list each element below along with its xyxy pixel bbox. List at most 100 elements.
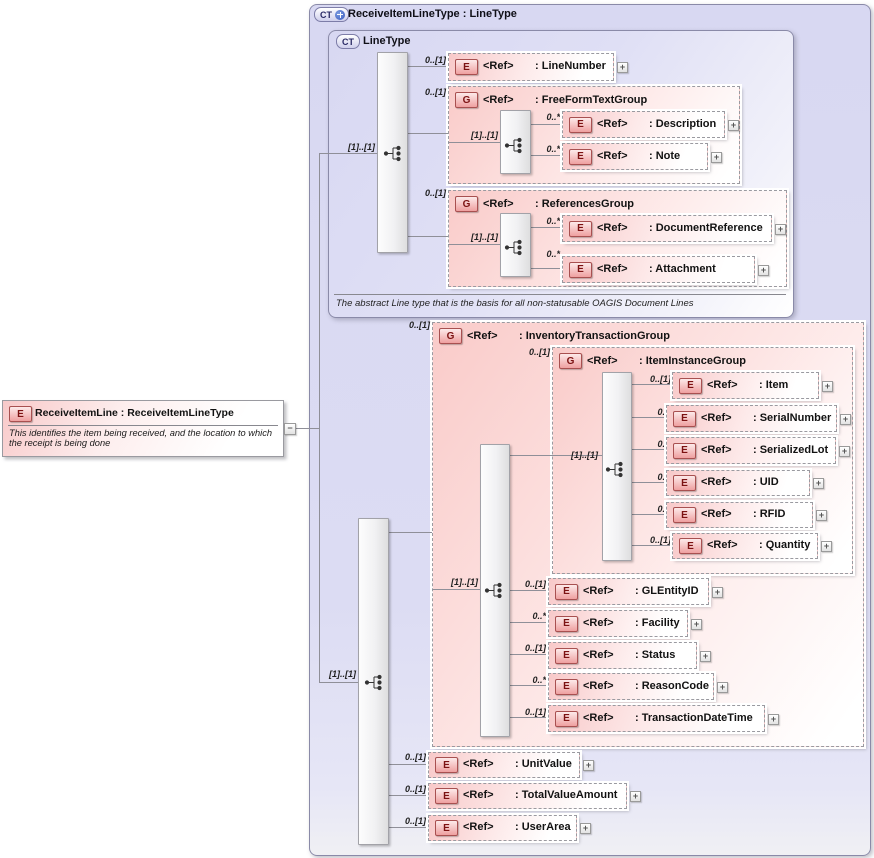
element-facility[interactable]: E <Ref> : Facility + xyxy=(548,610,702,637)
connector-line xyxy=(388,827,428,828)
connector-line xyxy=(530,155,562,156)
element-ref: <Ref> xyxy=(597,262,628,275)
sequence-bar xyxy=(602,372,632,561)
linetype-annotation: The abstract Line type that is the basis… xyxy=(336,298,694,309)
expand-button[interactable]: + xyxy=(711,151,722,163)
cardinality-label: 0..[1] xyxy=(524,579,546,589)
plus-icon xyxy=(335,9,345,20)
complextype-badge[interactable]: CT xyxy=(314,7,349,22)
connector-line xyxy=(509,685,548,686)
collapse-button[interactable]: − xyxy=(284,423,296,435)
connector-line xyxy=(631,417,666,418)
expand-button[interactable]: + xyxy=(583,760,594,771)
element-ref: <Ref> xyxy=(583,711,614,724)
element-ref: <Ref> xyxy=(701,411,732,424)
group-badge: G xyxy=(455,196,478,212)
element-name: : ReasonCode xyxy=(635,679,709,692)
connector-line xyxy=(509,590,548,591)
expand-button[interactable]: + xyxy=(617,62,628,73)
expand-button[interactable]: + xyxy=(821,541,832,552)
expand-button[interactable]: + xyxy=(728,119,739,131)
element-ref: <Ref> xyxy=(707,539,738,551)
element-rfid[interactable]: E <Ref> : RFID + xyxy=(666,502,827,528)
connector-rail xyxy=(319,153,320,682)
expand-button[interactable]: + xyxy=(813,478,824,489)
page-title: ReceiveItemLineType : LineType xyxy=(348,8,517,20)
expand-button[interactable]: + xyxy=(775,223,786,235)
group-ref: <Ref> xyxy=(483,198,514,210)
expand-button[interactable]: + xyxy=(717,681,728,693)
element-status[interactable]: E <Ref> : Status + xyxy=(548,642,711,669)
element-userarea[interactable]: E <Ref> : UserArea + xyxy=(428,815,591,841)
annotation-divider xyxy=(334,294,786,295)
expand-button[interactable]: + xyxy=(758,264,769,276)
group-badge: G xyxy=(455,92,478,108)
element-name: : DocumentReference xyxy=(649,221,763,234)
element-name: : Quantity xyxy=(759,539,811,551)
expand-button[interactable]: + xyxy=(839,445,850,457)
expand-button[interactable]: + xyxy=(816,510,827,521)
element-badge: E xyxy=(9,406,32,422)
connector-line xyxy=(530,268,562,269)
element-documentreference[interactable]: E <Ref> : DocumentReference + xyxy=(562,215,786,242)
cardinality-label: [1]..[1] xyxy=(451,577,478,587)
group-name: : FreeFormTextGroup xyxy=(535,94,648,106)
element-badge: E xyxy=(555,647,578,664)
group-header: G <Ref> : InventoryTransactionGroup xyxy=(433,323,863,347)
element-serialnumber[interactable]: E <Ref> : SerialNumber + xyxy=(666,405,851,432)
cardinality-label: 0..[1] xyxy=(408,320,430,330)
element-ref: <Ref> xyxy=(463,758,494,770)
element-unitvalue[interactable]: E <Ref> : UnitValue + xyxy=(428,752,594,778)
element-name: : RFID xyxy=(753,508,786,520)
expand-button[interactable]: + xyxy=(630,791,641,802)
element-ref: <Ref> xyxy=(463,789,494,801)
connector-line xyxy=(448,142,504,143)
cardinality-label: 0..[1] xyxy=(524,643,546,653)
element-transactiondatetime[interactable]: E <Ref> : TransactionDateTime + xyxy=(548,705,779,732)
element-name: : Attachment xyxy=(649,262,716,275)
element-ref: <Ref> xyxy=(701,443,732,456)
expand-button[interactable]: + xyxy=(712,586,723,598)
expand-button[interactable]: + xyxy=(580,823,591,834)
element-name: : Status xyxy=(635,648,676,661)
connector-line xyxy=(388,795,428,796)
expand-button[interactable]: + xyxy=(691,618,702,630)
cardinality-label: 0..* xyxy=(657,504,671,514)
connector-line xyxy=(388,764,428,765)
element-name: : GLEntityID xyxy=(635,584,699,597)
element-totalvalueamount[interactable]: E <Ref> : TotalValueAmount + xyxy=(428,783,641,809)
element-quantity[interactable]: E <Ref> : Quantity + xyxy=(672,533,832,559)
element-serializedlot[interactable]: E <Ref> : SerializedLot + xyxy=(666,437,850,464)
element-badge: E xyxy=(435,757,458,773)
element-reasoncode[interactable]: E <Ref> : ReasonCode + xyxy=(548,673,728,700)
element-name: : UserArea xyxy=(515,821,571,833)
element-description[interactable]: E <Ref> : Description + xyxy=(562,111,739,138)
cardinality-label: 0..* xyxy=(546,144,560,154)
basetype-badge[interactable]: CT xyxy=(336,34,360,49)
expand-button[interactable]: + xyxy=(700,650,711,662)
element-uid[interactable]: E <Ref> : UID + xyxy=(666,470,824,496)
sequence-icon xyxy=(504,239,522,256)
connector-line xyxy=(319,153,377,154)
expand-button[interactable]: + xyxy=(768,713,779,725)
expand-button[interactable]: + xyxy=(822,380,833,392)
cardinality-label: 0..* xyxy=(532,675,546,685)
element-name: : TransactionDateTime xyxy=(635,711,753,724)
group-ref: <Ref> xyxy=(587,355,618,367)
sequence-icon xyxy=(383,145,401,162)
element-glentityid[interactable]: E <Ref> : GLEntityID + xyxy=(548,578,723,605)
element-attachment[interactable]: E <Ref> : Attachment + xyxy=(562,256,769,283)
cardinality-label: 0..* xyxy=(546,216,560,226)
expand-button[interactable]: + xyxy=(840,413,851,425)
element-badge: E xyxy=(673,507,696,523)
element-ref: <Ref> xyxy=(597,149,628,162)
element-item[interactable]: E <Ref> : Item + xyxy=(672,372,833,399)
connector-line xyxy=(408,66,448,67)
element-badge: E xyxy=(673,442,696,459)
connector-line xyxy=(509,717,548,718)
group-header: G <Ref> : ItemInstanceGroup xyxy=(553,348,852,372)
element-linenumber[interactable]: E <Ref> : LineNumber + xyxy=(448,53,628,81)
element-note[interactable]: E <Ref> : Note + xyxy=(562,143,722,170)
element-receiveitemline[interactable]: E ReceiveItemLine : ReceiveItemLineType … xyxy=(2,400,284,457)
element-name: : LineNumber xyxy=(535,60,606,72)
